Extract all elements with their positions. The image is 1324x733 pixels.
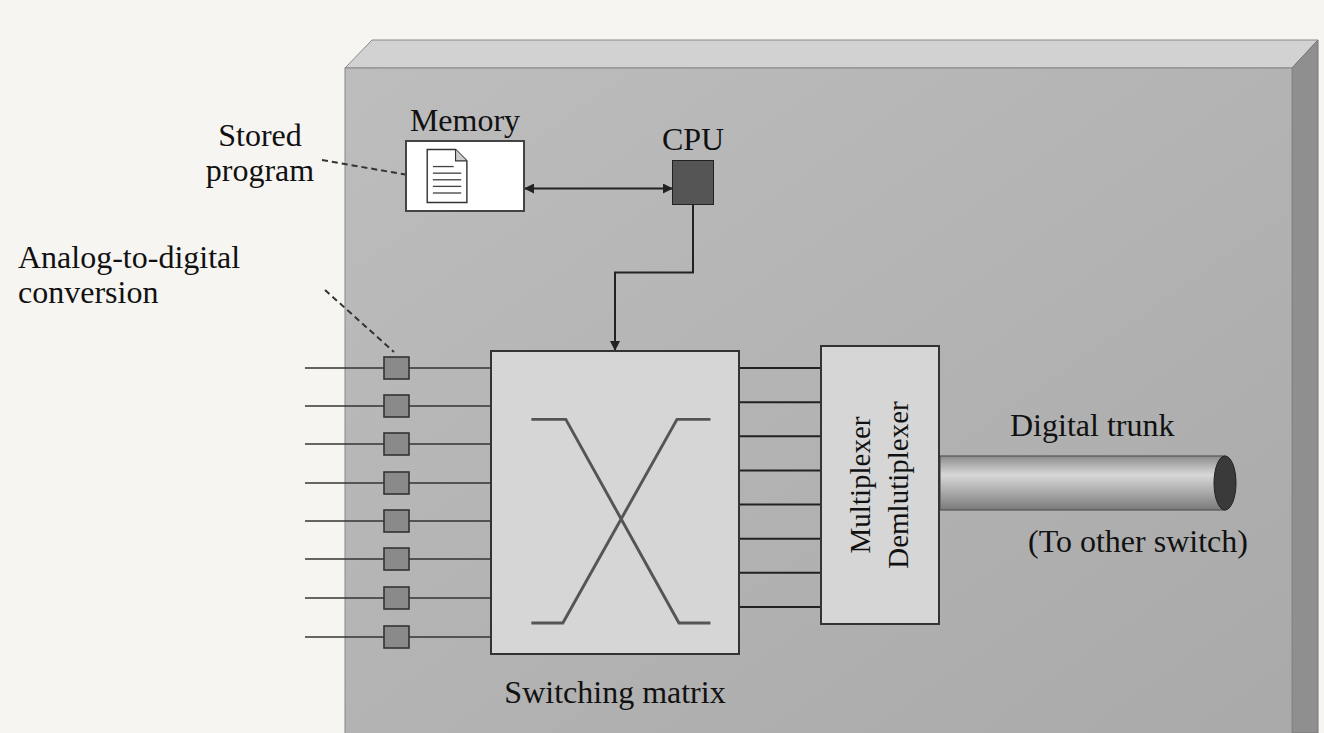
trunk-line [740, 504, 820, 506]
trunk-destination-label: (To other switch) [1028, 524, 1318, 559]
trunk-line [740, 606, 820, 608]
trunk-line [740, 572, 820, 574]
arrow-connector [525, 188, 672, 190]
analog-input-lines [305, 357, 490, 648]
digital-trunk-cable [940, 456, 1236, 510]
box-label: CPU [662, 122, 724, 157]
callout-label: Analog-to-digital conversion [18, 240, 338, 310]
trunk-line [740, 435, 820, 437]
rotated-box-label: Demlutiplexer [883, 401, 915, 569]
cpu-chip: CPU [672, 160, 714, 205]
box-label: Switching matrix [504, 675, 725, 710]
trunk-line [740, 367, 820, 369]
trunk-line [740, 469, 820, 471]
crosspoint-symbol [492, 352, 738, 653]
multiplexer-box: MultiplexerDemlutiplexer [820, 345, 940, 625]
box-label: Memory [410, 103, 520, 138]
callout-label: Stored program [190, 118, 330, 188]
trunk-line [740, 538, 820, 540]
rotated-box-label: Multiplexer [845, 417, 877, 554]
trunk-label: Digital trunk [1010, 408, 1250, 443]
trunk-line [740, 401, 820, 403]
switching-matrix-box: Switching matrix [490, 350, 740, 655]
memory-box: Memory [405, 140, 525, 212]
document-icon [407, 142, 523, 210]
arrow-connector [615, 205, 693, 350]
